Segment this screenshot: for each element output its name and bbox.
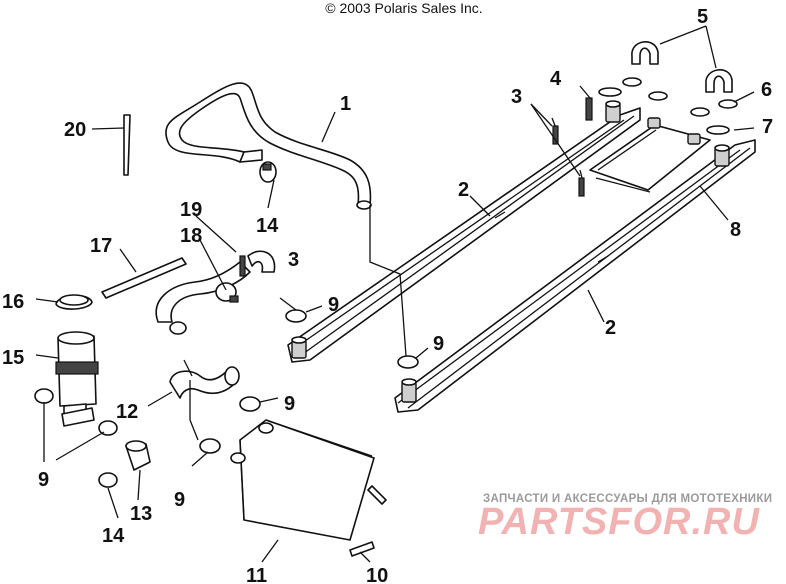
callout-20: 20	[64, 119, 86, 141]
part-19-bolt	[239, 255, 246, 277]
callout-1: 1	[340, 93, 351, 115]
callout-19: 19	[180, 199, 202, 221]
part-9-clamp-panel	[199, 396, 261, 454]
part-12-hose	[169, 366, 240, 399]
part-6-grommets	[622, 77, 738, 117]
copyright-text: © 2003 Polaris Sales Inc.	[325, 0, 482, 16]
part-3-screws-top	[551, 117, 585, 197]
callout-2-lower: 2	[605, 317, 616, 339]
part-13-elbow	[125, 440, 151, 471]
part-7-washers	[598, 87, 730, 135]
callout-10: 10	[366, 565, 388, 584]
part-14-clamp-lower	[98, 472, 118, 488]
callout-9-panel: 9	[284, 393, 295, 415]
part-4-screw	[585, 97, 593, 121]
callout-18: 18	[180, 225, 202, 247]
leader-lines	[35, 25, 755, 563]
callout-17: 17	[90, 235, 112, 257]
part-14-clamp-upper	[259, 161, 277, 183]
watermark-logo: PARTSFOR.RU	[478, 501, 760, 543]
callout-6: 6	[761, 79, 772, 101]
callout-8: 8	[730, 219, 741, 241]
callout-14-lower: 14	[102, 525, 125, 547]
part-2-rail-upper	[287, 107, 641, 363]
part-17-rod	[101, 257, 187, 299]
callout-2-upper: 2	[458, 179, 469, 201]
callout-11: 11	[246, 565, 267, 584]
callout-14-upper: 14	[256, 215, 279, 237]
watermark-tagline: ЗАПЧАСТИ И АКСЕССУАРЫ ДЛЯ МОТОТЕХНИКИ	[483, 493, 772, 505]
callout-9-left: 9	[38, 469, 49, 491]
callout-5: 5	[697, 6, 708, 28]
callout-15: 15	[2, 347, 24, 369]
callout-9-center: 9	[328, 294, 339, 316]
part-5-elbows	[631, 41, 733, 93]
part-20-rod	[123, 114, 131, 176]
part-18-clamp	[215, 282, 239, 303]
callout-9-lower: 9	[174, 489, 185, 511]
callout-13: 13	[130, 503, 152, 525]
rail-fittings	[291, 100, 730, 403]
part-11-panel	[230, 419, 375, 541]
callout-3-top: 3	[511, 86, 522, 108]
callout-12: 12	[116, 401, 138, 423]
watermark: ЗАПЧАСТИ И АКСЕССУАРЫ ДЛЯ МОТОТЕХНИКИ PA…	[478, 493, 772, 543]
part-10-screws	[349, 485, 387, 557]
part-1-hose	[165, 82, 372, 210]
callout-3-middle: 3	[288, 249, 299, 271]
callout-16: 16	[2, 291, 24, 313]
part-9-clamp-center	[285, 309, 419, 369]
part-8-exchanger	[589, 117, 711, 193]
part-15-reservoir	[55, 331, 99, 427]
callout-7: 7	[762, 116, 773, 138]
part-2-rail-lower	[394, 139, 756, 413]
callout-4: 4	[550, 68, 562, 90]
callout-numbers: 1 2 2 3 3 4 5 6 7 8 9 9 9 9 9 10 11 12 1…	[2, 6, 773, 584]
callout-9-right: 9	[433, 333, 444, 355]
part-16-cap	[55, 294, 93, 310]
